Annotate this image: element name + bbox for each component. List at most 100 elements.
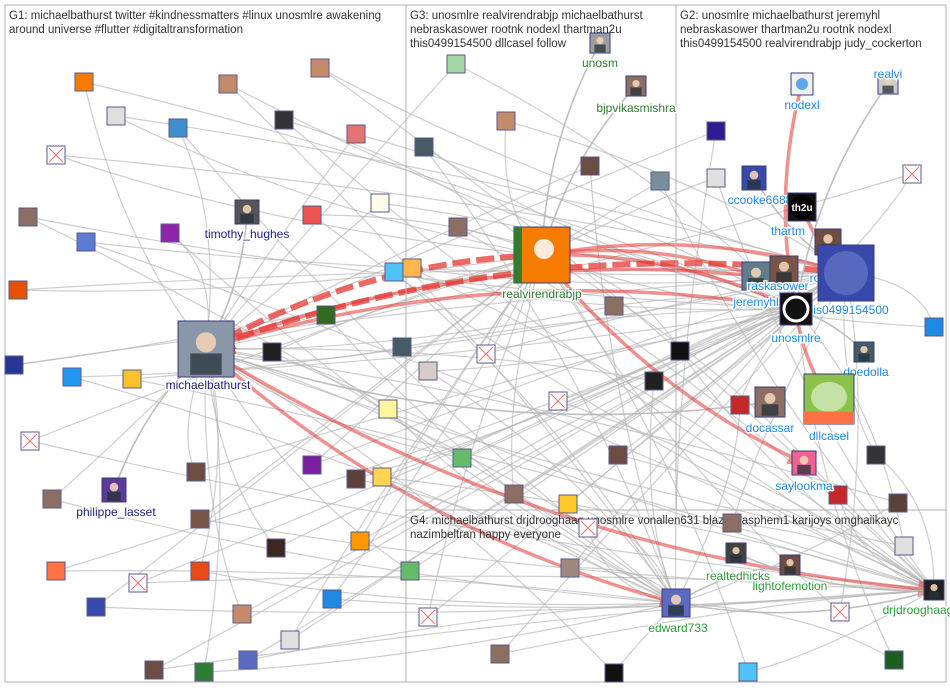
minor-node-avatar[interactable] bbox=[62, 367, 82, 387]
node-timothy_hughes[interactable]: timothy_hughes bbox=[203, 199, 291, 243]
minor-node-avatar[interactable] bbox=[346, 124, 366, 144]
minor-node-avatar[interactable] bbox=[8, 280, 28, 300]
minor-node-avatar[interactable] bbox=[452, 448, 472, 468]
node-dllcasel[interactable]: dllcasel bbox=[803, 373, 855, 445]
minor-node-avatar[interactable] bbox=[392, 337, 412, 357]
minor-node-avatar[interactable] bbox=[580, 156, 600, 176]
minor-node-avatar[interactable] bbox=[384, 262, 404, 282]
minor-node-avatar[interactable] bbox=[902, 164, 922, 184]
minor-node-avatar[interactable] bbox=[830, 602, 850, 622]
minor-node-avatar[interactable] bbox=[122, 369, 142, 389]
minor-node-avatar[interactable] bbox=[446, 54, 466, 74]
minor-node-avatar[interactable] bbox=[730, 395, 750, 415]
node-ccooke6688[interactable]: ccooke6688 bbox=[726, 165, 794, 209]
minor-node-avatar[interactable] bbox=[310, 58, 330, 78]
minor-node-avatar[interactable] bbox=[186, 462, 206, 482]
node-realvirendrabjp[interactable]: realvirendrabjp bbox=[501, 226, 584, 303]
minor-node-avatar[interactable] bbox=[144, 660, 164, 680]
minor-node-avatar[interactable] bbox=[604, 296, 624, 316]
minor-node-avatar[interactable] bbox=[274, 110, 294, 130]
minor-node-avatar[interactable] bbox=[378, 399, 398, 419]
minor-node-avatar[interactable] bbox=[262, 342, 282, 362]
minor-node-avatar[interactable] bbox=[46, 561, 66, 581]
minor-node-avatar[interactable] bbox=[476, 344, 496, 364]
minor-node-avatar[interactable] bbox=[558, 494, 578, 514]
minor-node-avatar[interactable] bbox=[106, 106, 126, 126]
minor-node-avatar[interactable] bbox=[402, 258, 422, 278]
node-nebraskasower[interactable]: raskasower bbox=[746, 255, 810, 295]
minor-node-avatar[interactable] bbox=[238, 650, 258, 670]
minor-node-avatar[interactable] bbox=[722, 513, 742, 533]
minor-node-avatar[interactable] bbox=[372, 467, 392, 487]
minor-node-avatar[interactable] bbox=[924, 317, 944, 337]
minor-node-avatar[interactable] bbox=[46, 145, 66, 165]
minor-node-avatar[interactable] bbox=[490, 644, 510, 664]
minor-node-avatar[interactable] bbox=[322, 589, 342, 609]
node-lightofemotion[interactable]: lightofemotion bbox=[751, 554, 829, 595]
minor-node-avatar[interactable] bbox=[828, 485, 848, 505]
node-philippe_lasset[interactable]: philippe_lasset bbox=[75, 477, 158, 521]
node-michaelbathurst[interactable]: michaelbathurst bbox=[164, 320, 253, 394]
node-realtedhicks[interactable]: realtedhicks bbox=[704, 542, 772, 585]
minor-node-avatar[interactable] bbox=[548, 391, 568, 411]
background-edge bbox=[401, 304, 797, 348]
node-unosmlre[interactable]: unosmlre bbox=[770, 292, 823, 347]
minor-node-avatar[interactable] bbox=[418, 607, 438, 627]
minor-node-avatar[interactable] bbox=[894, 536, 914, 556]
minor-node-avatar[interactable] bbox=[504, 484, 524, 504]
minor-node-avatar[interactable] bbox=[866, 445, 886, 465]
minor-node-avatar[interactable] bbox=[302, 455, 322, 475]
node-edward733[interactable]: edward733 bbox=[647, 588, 710, 637]
minor-node-avatar[interactable] bbox=[350, 531, 370, 551]
minor-node-avatar[interactable] bbox=[418, 361, 438, 381]
minor-node-avatar[interactable] bbox=[74, 72, 94, 92]
node-bjpvikasmishra[interactable]: bjpvikasmishra bbox=[595, 75, 678, 117]
minor-node-avatar[interactable] bbox=[706, 121, 726, 141]
minor-node-avatar[interactable] bbox=[86, 597, 106, 617]
minor-node-avatar[interactable] bbox=[414, 137, 434, 157]
minor-node-avatar[interactable] bbox=[560, 558, 580, 578]
minor-node-avatar[interactable] bbox=[604, 663, 624, 683]
minor-node-avatar[interactable] bbox=[168, 118, 188, 138]
node-docassar[interactable]: docassar bbox=[744, 386, 796, 437]
minor-node-avatar[interactable] bbox=[42, 489, 62, 509]
minor-node-avatar[interactable] bbox=[194, 662, 214, 682]
minor-node-avatar[interactable] bbox=[160, 223, 180, 243]
minor-node-avatar[interactable] bbox=[706, 168, 726, 188]
minor-node-avatar[interactable] bbox=[578, 518, 598, 538]
minor-node-avatar[interactable] bbox=[128, 573, 148, 593]
node-unosm[interactable]: unosm bbox=[580, 32, 620, 72]
node-nodexl[interactable]: nodexl bbox=[783, 72, 821, 114]
minor-node-avatar[interactable] bbox=[190, 509, 210, 529]
minor-node-avatar[interactable] bbox=[190, 561, 210, 581]
minor-node-avatar[interactable] bbox=[496, 111, 516, 131]
node-saylookma[interactable]: saylookma bbox=[774, 450, 835, 495]
minor-node-avatar[interactable] bbox=[608, 445, 628, 465]
minor-node-avatar[interactable] bbox=[302, 205, 322, 225]
minor-node-avatar[interactable] bbox=[266, 538, 286, 558]
node-doedolla[interactable]: doedolla bbox=[842, 341, 891, 381]
minor-node-avatar[interactable] bbox=[884, 650, 904, 670]
minor-node-avatar[interactable] bbox=[670, 341, 690, 361]
node-this0499154500[interactable]: this0499154500 bbox=[802, 244, 891, 319]
node-drjdrooghaag[interactable]: drjdrooghaag bbox=[881, 579, 950, 619]
minor-node-avatar[interactable] bbox=[888, 493, 908, 513]
minor-node-avatar[interactable] bbox=[400, 561, 420, 581]
minor-node-avatar[interactable] bbox=[448, 217, 468, 237]
minor-node-avatar[interactable] bbox=[18, 207, 38, 227]
minor-node-avatar[interactable] bbox=[280, 630, 300, 650]
minor-node-avatar[interactable] bbox=[76, 232, 96, 252]
minor-node-avatar[interactable] bbox=[20, 431, 40, 451]
minor-node-avatar[interactable] bbox=[738, 662, 758, 682]
minor-node-avatar[interactable] bbox=[316, 305, 336, 325]
minor-node-avatar[interactable] bbox=[4, 355, 24, 375]
minor-node-avatar[interactable] bbox=[650, 171, 670, 191]
minor-node-avatar[interactable] bbox=[346, 469, 366, 489]
minor-node-avatar[interactable] bbox=[218, 74, 238, 94]
minor-node-avatar[interactable] bbox=[370, 193, 390, 213]
node-realvi[interactable]: realvi bbox=[872, 66, 904, 95]
minor-node-avatar[interactable] bbox=[232, 604, 252, 624]
minor-node-avatar[interactable] bbox=[644, 371, 664, 391]
node-jeremyhl[interactable]: jeremyhl bbox=[731, 261, 780, 311]
